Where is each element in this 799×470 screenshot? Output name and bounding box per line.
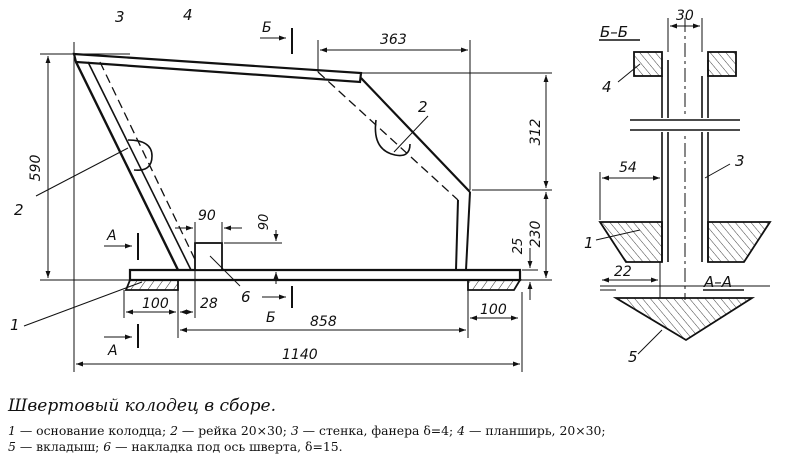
part-label-5-section: 5 [628, 348, 638, 366]
dim-28: 28 [200, 296, 218, 312]
cut-mark-b-bottom: Б [266, 310, 276, 326]
base-beam [128, 268, 522, 282]
part-label-6: 6 [241, 288, 251, 306]
legend-num-6: 6 [103, 439, 112, 454]
axle-pad [194, 242, 223, 271]
insert-rear [374, 119, 411, 157]
figure-legend-line-1: 1 — основание колодца; 2 — рейка 20×30; … [8, 423, 793, 438]
figure-legend-line-2: 5 — вкладыш; 6 — накладка под ось шверта… [8, 439, 793, 454]
front-edge-inner [87, 61, 192, 271]
dim-90-vertical: 90 [257, 214, 272, 231]
legend-text-2: — рейка 20×30; [177, 423, 291, 438]
section-aa-view [600, 262, 770, 355]
dim-1140: 1140 [282, 347, 318, 363]
section-base-right [707, 221, 772, 263]
cut-mark-b-top: Б [262, 20, 272, 36]
part-label-3: 3 [115, 8, 125, 26]
elevation-view [72, 52, 522, 291]
legend-num-5: 5 [8, 439, 16, 454]
dim-90-horizontal: 90 [198, 208, 216, 224]
gunwale-rail [72, 52, 363, 84]
insert-section [612, 297, 756, 342]
legend-num-2: 2 [170, 423, 178, 438]
part-label-4: 4 [183, 6, 193, 24]
legend-text-5: — вкладыш; [15, 439, 104, 454]
section-label-bb: Б–Б [600, 23, 628, 41]
dim-30-section: 30 [676, 8, 694, 24]
dim-858: 858 [310, 314, 337, 330]
legend-text-3: — стенка, фанера δ=4; [298, 423, 458, 438]
section-bb-view [595, 18, 772, 300]
dim-363: 363 [380, 32, 407, 48]
legend-num-3: 3 [290, 423, 299, 438]
section-label-aa: А–А [703, 273, 732, 291]
rear-edge-inner [317, 71, 459, 201]
dim-100-left: 100 [142, 296, 169, 312]
rear-post [455, 191, 471, 271]
dim-230: 230 [528, 221, 544, 248]
centerboard-trunk-drawing: 3 4 2 2 1 6 4 3 1 5 Б–Б А–А Б Б А А 1140… [10, 6, 772, 372]
base-end-right [467, 279, 522, 291]
figure-caption-title: Швертовый колодец в сборе. [8, 396, 277, 416]
section-gunwale-left [633, 51, 663, 77]
dim-312: 312 [528, 119, 544, 146]
part-label-1: 1 [10, 316, 20, 334]
dim-25: 25 [511, 238, 526, 255]
dimension-lines [23, 28, 552, 372]
front-edge-outer [74, 61, 180, 271]
dim-54-section: 54 [619, 160, 637, 176]
dim-590: 590 [28, 155, 44, 182]
part-label-1-section: 1 [584, 234, 594, 252]
legend-text-4: — планширь, 20×30; [465, 423, 606, 438]
drawing-labels: 3 4 2 2 1 6 4 3 1 5 Б–Б А–А Б Б А А 1140… [10, 6, 745, 366]
part-label-2-front: 2 [14, 201, 24, 219]
dim-100-right: 100 [480, 302, 507, 318]
cut-mark-a-top: А [106, 228, 117, 244]
cut-mark-a-bottom: А [107, 343, 118, 359]
section-gunwale-right [707, 51, 737, 77]
legend-num-1: 1 [8, 423, 16, 438]
dim-22-section: 22 [614, 264, 632, 280]
part-label-2-rear: 2 [418, 98, 428, 116]
legend-text-1: — основание колодца; [15, 423, 171, 438]
section-base-left [598, 221, 663, 263]
rear-edge-outer [360, 77, 471, 193]
legend-num-4: 4 [457, 423, 466, 438]
part-label-4-section: 4 [602, 78, 612, 96]
part-label-3-section: 3 [735, 152, 745, 170]
insert-front [127, 139, 153, 172]
legend-text-6: — накладка под ось шверта, δ=15. [111, 439, 343, 454]
